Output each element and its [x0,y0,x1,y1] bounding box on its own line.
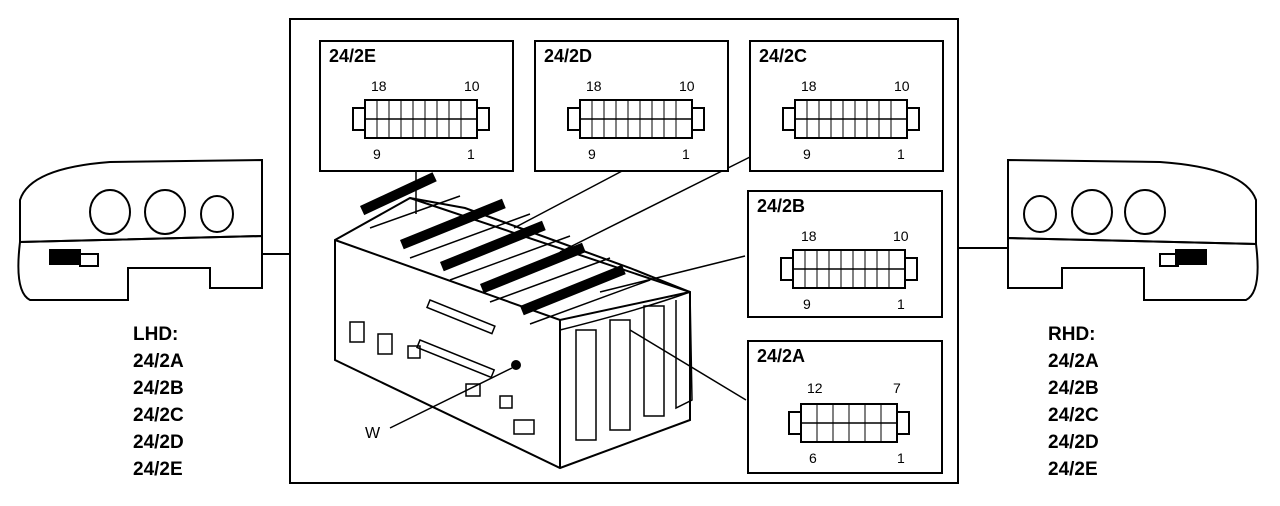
pin-label-bottom-right: 1 [467,146,475,162]
connector-pinout-icon [567,99,705,139]
lhd-connector-list: LHD: 24/2A 24/2B 24/2C 24/2D 24/2E [133,321,184,483]
connector-box-24-2c: 24/2C 18 10 9 1 [749,40,944,172]
pin-label-top-right: 10 [893,228,909,244]
connector-title: 24/2E [329,46,377,66]
list-item: 24/2E [133,459,183,480]
pin-label-bottom-right: 1 [682,146,690,162]
list-item: 24/2A [133,351,184,372]
rhd-heading: RHD: [1048,324,1096,345]
list-item: 24/2D [133,432,184,453]
list-item: 24/2A [1048,351,1099,372]
pin-label-top-left: 18 [371,78,387,94]
rhd-dashboard-icon [1007,158,1259,301]
pin-label-top-left: 18 [586,78,602,94]
connector-box-24-2d: 24/2D 18 10 9 1 [534,40,729,172]
pin-label-top-right: 7 [893,380,901,396]
pin-label-top-right: 10 [894,78,910,94]
connector-title: 24/2D [544,46,593,66]
connector-box-24-2e: 24/2E 18 10 9 1 [319,40,514,172]
pin-label-bottom-right: 1 [897,450,905,466]
lhd-dashboard-icon [17,158,263,301]
pin-label-bottom-left: 6 [809,450,817,466]
connector-title: 24/2A [757,346,806,366]
list-item: 24/2B [133,378,184,399]
pin-label-bottom-left: 9 [588,146,596,162]
list-item: 24/2C [1048,405,1099,426]
connector-pinout-icon [782,99,920,139]
list-item: 24/2D [1048,432,1099,453]
pin-label-top-right: 10 [679,78,695,94]
list-item: 24/2C [133,405,184,426]
fuse-box-icon [334,172,693,470]
pin-label-top-left: 12 [807,380,823,396]
pin-label-bottom-right: 1 [897,296,905,312]
list-item: 24/2B [1048,378,1099,399]
pin-label-bottom-left: 9 [373,146,381,162]
pin-label-top-right: 10 [464,78,480,94]
lhd-heading: LHD: [133,324,179,345]
main-frame [289,18,959,484]
callout-label: W [365,425,381,442]
pin-label-bottom-left: 9 [803,146,811,162]
connector-title: 24/2C [759,46,808,66]
connector-title: 24/2B [757,196,806,216]
pin-label-bottom-left: 9 [803,296,811,312]
connector-pinout-icon [780,249,918,289]
connector-pinout-icon [352,99,490,139]
connector-pinout-icon [788,403,910,443]
connector-box-24-2b: 24/2B 18 10 9 1 [747,190,943,318]
pin-label-bottom-right: 1 [897,146,905,162]
rhd-connector-list: RHD: 24/2A 24/2B 24/2C 24/2D 24/2E [1048,321,1099,483]
pin-label-top-left: 18 [801,78,817,94]
list-item: 24/2E [1048,459,1098,480]
pin-label-top-left: 18 [801,228,817,244]
connector-box-24-2a: 24/2A 12 7 6 1 [747,340,943,474]
